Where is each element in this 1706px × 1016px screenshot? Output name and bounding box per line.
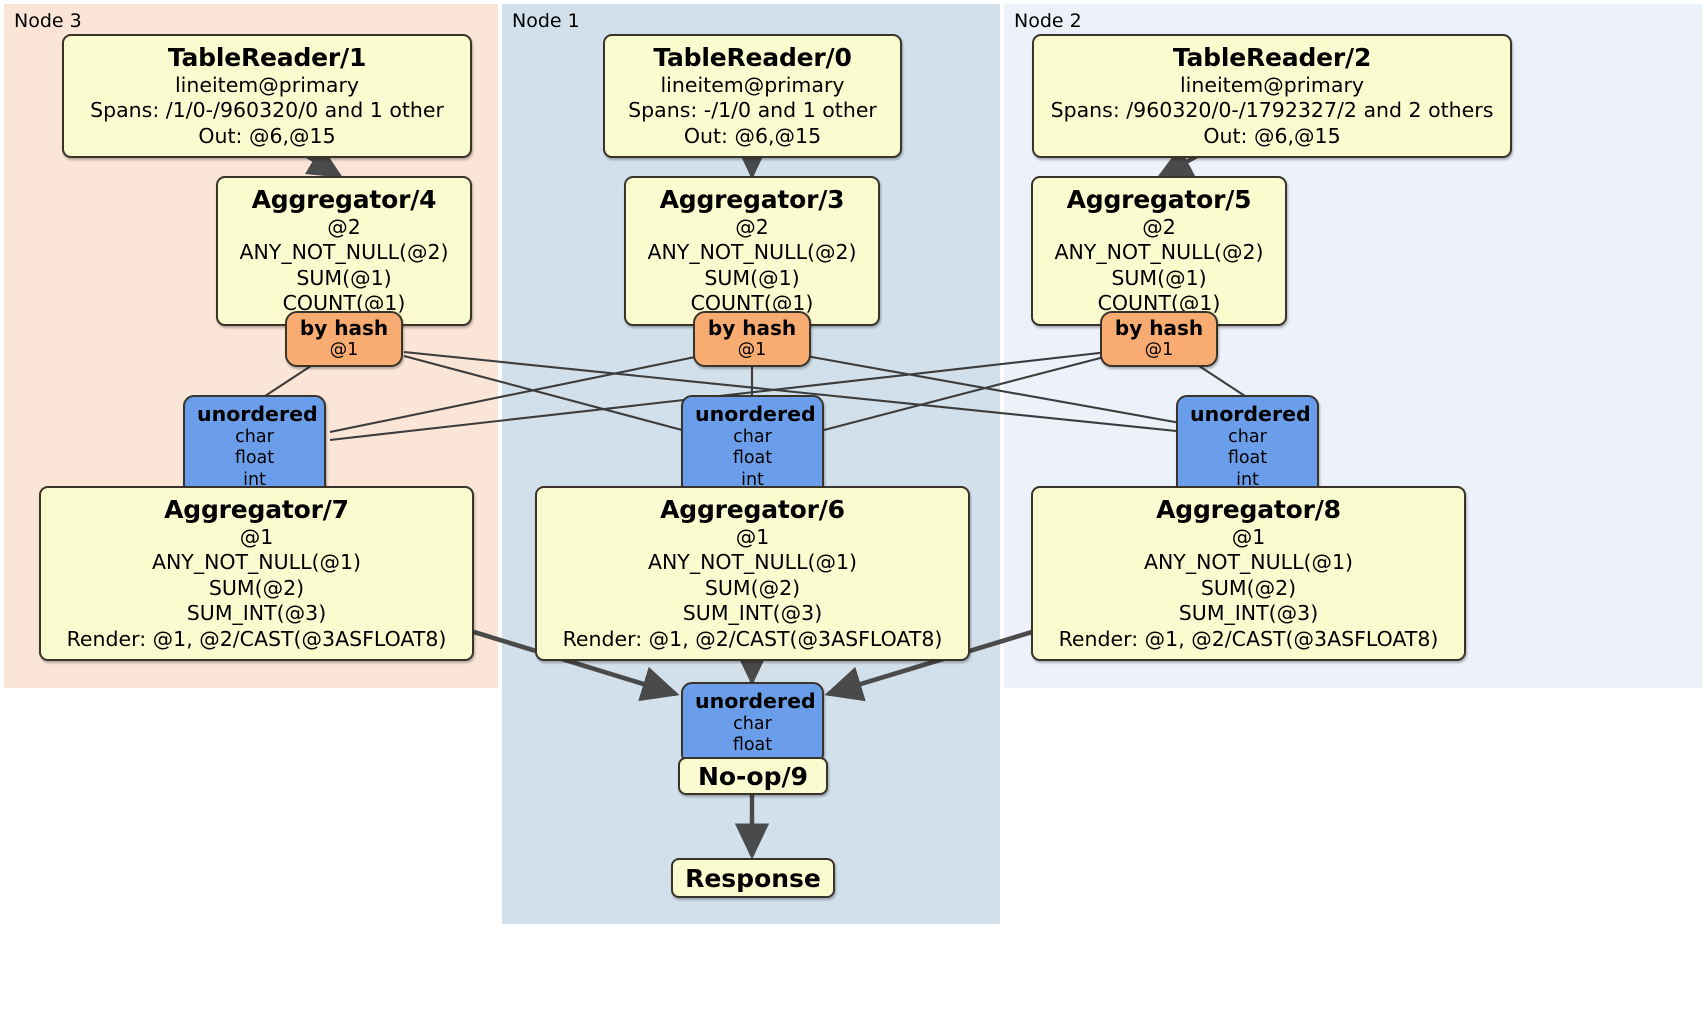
- synchronizer-detail: char: [235, 427, 274, 447]
- processor-detail: @1: [735, 525, 770, 549]
- processor-detail: SUM(@1): [296, 265, 392, 290]
- processor-detail: SUM(@2): [208, 575, 305, 600]
- processor-title: TableReader/2: [1172, 43, 1372, 72]
- processor-detail: Out: @6,@15: [683, 123, 822, 148]
- processor-aggregator-7[interactable]: Aggregator/7 @1 ANY_NOT_NULL(@1) SUM(@2)…: [39, 486, 474, 662]
- synchronizer-detail: int: [243, 469, 266, 490]
- router-by-hash-center[interactable]: by hash @1: [693, 311, 811, 367]
- router-title: by hash: [1114, 316, 1204, 340]
- synchronizer-title: unordered: [197, 402, 318, 426]
- processor-detail: ANY_NOT_NULL(@1): [1143, 550, 1354, 575]
- router-by-hash-right[interactable]: by hash @1: [1100, 311, 1218, 367]
- synchronizer-unordered-center[interactable]: unordered char float int: [681, 395, 824, 500]
- processor-detail: lineitem@primary: [660, 73, 845, 97]
- processor-detail: SUM_INT(@3): [186, 601, 327, 626]
- processor-title: Aggregator/8: [1156, 495, 1341, 524]
- synchronizer-unordered-left[interactable]: unordered char float int: [183, 395, 326, 500]
- cluster-node-3-label: Node 3: [14, 10, 82, 32]
- processor-title: No-op/9: [697, 761, 809, 791]
- processor-title: Aggregator/5: [1066, 185, 1252, 214]
- processor-title: TableReader/1: [167, 43, 367, 72]
- processor-table-reader-1[interactable]: TableReader/1 lineitem@primary Spans: /1…: [62, 34, 472, 159]
- processor-detail: ANY_NOT_NULL(@2): [1054, 240, 1264, 265]
- router-title: by hash: [299, 316, 389, 340]
- router-by-hash-left[interactable]: by hash @1: [285, 311, 403, 367]
- cluster-node-2-label: Node 2: [1014, 10, 1082, 32]
- processor-detail: ANY_NOT_NULL(@2): [239, 240, 449, 265]
- processor-detail: @2: [1142, 215, 1176, 239]
- synchronizer-detail: char: [733, 427, 772, 447]
- router-detail: @1: [1144, 340, 1174, 360]
- processor-title: TableReader/0: [653, 43, 852, 72]
- processor-table-reader-2[interactable]: TableReader/2 lineitem@primary Spans: /9…: [1032, 34, 1512, 159]
- processor-aggregator-8[interactable]: Aggregator/8 @1 ANY_NOT_NULL(@1) SUM(@2)…: [1031, 486, 1466, 662]
- synchronizer-detail: float: [732, 735, 773, 756]
- processor-detail: lineitem@primary: [174, 73, 360, 97]
- processor-detail: ANY_NOT_NULL(@2): [647, 240, 857, 265]
- processor-table-reader-0[interactable]: TableReader/0 lineitem@primary Spans: -/…: [603, 34, 902, 159]
- processor-detail: SUM_INT(@3): [1178, 601, 1319, 626]
- processor-detail: Out: @6,@15: [1203, 123, 1341, 148]
- synchronizer-detail: float: [1227, 448, 1268, 469]
- processor-detail: @1: [1231, 525, 1266, 549]
- processor-detail: SUM(@2): [1200, 575, 1297, 600]
- processor-title: Aggregator/4: [251, 185, 437, 214]
- processor-detail: Spans: /1/0-/960320/0 and 1 other: [90, 98, 444, 123]
- processor-detail: ANY_NOT_NULL(@1): [151, 550, 362, 575]
- processor-aggregator-6[interactable]: Aggregator/6 @1 ANY_NOT_NULL(@1) SUM(@2)…: [535, 486, 970, 662]
- processor-detail: Spans: -/1/0 and 1 other: [628, 98, 877, 123]
- synchronizer-title: unordered: [1190, 402, 1311, 426]
- processor-aggregator-3[interactable]: Aggregator/3 @2 ANY_NOT_NULL(@2) SUM(@1)…: [624, 176, 880, 326]
- processor-no-op-9[interactable]: No-op/9: [678, 757, 828, 795]
- processor-aggregator-5[interactable]: Aggregator/5 @2 ANY_NOT_NULL(@2) SUM(@1)…: [1031, 176, 1287, 326]
- synchronizer-detail: char: [733, 714, 772, 734]
- processor-title: Aggregator/6: [660, 495, 845, 524]
- processor-detail: @2: [735, 215, 769, 239]
- synchronizer-detail: int: [1236, 469, 1259, 490]
- processor-aggregator-4[interactable]: Aggregator/4 @2 ANY_NOT_NULL(@2) SUM(@1)…: [216, 176, 472, 326]
- synchronizer-detail: char: [1228, 427, 1267, 447]
- synchronizer-title: unordered: [695, 402, 816, 426]
- processor-detail: Spans: /960320/0-/1792327/2 and 2 others: [1050, 98, 1494, 123]
- processor-response[interactable]: Response: [671, 858, 835, 898]
- router-title: by hash: [707, 316, 797, 340]
- synchronizer-detail: float: [234, 448, 275, 469]
- router-detail: @1: [737, 340, 767, 360]
- processor-detail: SUM(@1): [1111, 265, 1207, 290]
- processor-detail: Render: @1, @2/CAST(@3ASFLOAT8): [66, 626, 447, 651]
- processor-detail: SUM_INT(@3): [682, 601, 823, 626]
- processor-detail: @2: [327, 215, 361, 239]
- processor-title: Aggregator/7: [164, 495, 349, 524]
- processor-title: Response: [685, 863, 821, 893]
- synchronizer-unordered-right[interactable]: unordered char float int: [1176, 395, 1319, 500]
- processor-detail: Render: @1, @2/CAST(@3ASFLOAT8): [1058, 626, 1439, 651]
- cluster-node-1-label: Node 1: [512, 10, 580, 32]
- processor-detail: SUM(@1): [704, 265, 800, 290]
- processor-detail: Out: @6,@15: [198, 123, 336, 148]
- processor-detail: @1: [239, 525, 274, 549]
- processor-detail: Render: @1, @2/CAST(@3ASFLOAT8): [562, 626, 943, 651]
- synchronizer-unordered-final[interactable]: unordered char float: [681, 682, 824, 765]
- processor-title: Aggregator/3: [659, 185, 845, 214]
- synchronizer-detail: float: [732, 448, 773, 469]
- synchronizer-title: unordered: [695, 689, 816, 713]
- synchronizer-detail: int: [741, 469, 764, 490]
- processor-detail: SUM(@2): [704, 575, 801, 600]
- router-detail: @1: [329, 340, 359, 360]
- processor-detail: lineitem@primary: [1179, 73, 1365, 97]
- processor-detail: ANY_NOT_NULL(@1): [647, 550, 858, 575]
